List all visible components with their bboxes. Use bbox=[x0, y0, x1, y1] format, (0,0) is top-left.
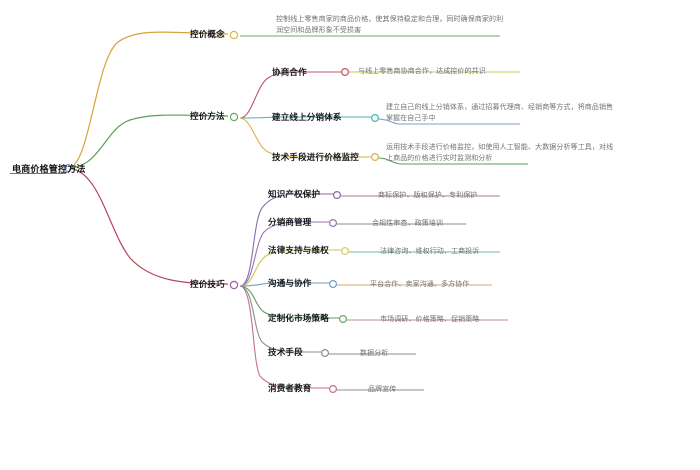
edge-root-to-branch-1 bbox=[67, 114, 229, 169]
leaf-fenxiaoshang-guanli-desc: 合规性审查、政策培训 bbox=[372, 220, 443, 227]
leaf-jishu-shouduan-desc: 数据分析 bbox=[360, 350, 389, 357]
edge-branch2-to-sub3 bbox=[239, 282, 330, 287]
node-dot-sub-1-0[interactable] bbox=[341, 67, 350, 76]
subnode-xiaofeizhe-jiaoyu[interactable]: 消费者教育 bbox=[268, 383, 312, 393]
edge-root-to-branch-0 bbox=[67, 31, 229, 169]
edge-branch2-to-sub4 bbox=[239, 285, 340, 319]
leaf-jianli-fenxiao-tixi-desc: 建立自己的线上分销体系，通过招募代理商、经销商等方式，将商品销售掌握在自己手中 bbox=[386, 104, 614, 122]
edge-branch1-to-sub0 bbox=[239, 71, 342, 119]
subnode-jishu-shouduan-jiankong[interactable]: 技术手段进行价格监控 bbox=[272, 152, 360, 162]
node-dot-sub-2-3[interactable] bbox=[329, 280, 338, 289]
subnode-falv-zhichi-weiquan[interactable]: 法律支持与维权 bbox=[268, 245, 329, 255]
node-dot-branch-0[interactable] bbox=[229, 30, 239, 40]
node-dot-branch-1[interactable] bbox=[229, 112, 239, 122]
edge-root-to-branch-2 bbox=[67, 167, 229, 285]
subnode-fenxiaoshang-guanli[interactable]: 分销商管理 bbox=[268, 217, 312, 227]
subnode-dingzhihua-shichang-celve[interactable]: 定制化市场策略 bbox=[268, 313, 329, 323]
leaf-jishu-shouduan-jiankong-desc: 运用技术手段进行价格监控，如使用人工智能、大数据分析等工具，对线上商品的价格进行… bbox=[386, 144, 614, 162]
node-dot-sub-2-2[interactable] bbox=[341, 247, 350, 256]
edge-branch2-to-sub5 bbox=[239, 285, 322, 353]
edge-sub1-leaf bbox=[377, 118, 520, 125]
subnode-goutong-yu-xiezuo[interactable]: 沟通与协作 bbox=[268, 278, 312, 288]
branch-node-kongjia-fangfa[interactable]: 控价方法 bbox=[190, 111, 225, 121]
edge-branch2-to-sub0 bbox=[239, 193, 334, 287]
leaf-xieshang-hezuo-desc: 与线上零售商协商合作，达成控价的共识 bbox=[358, 68, 486, 75]
branch-node-kongjia-jiqiao[interactable]: 控价技巧 bbox=[190, 279, 225, 289]
edge-sub2-leaf bbox=[377, 157, 528, 165]
branch-node-kongjia-gainian[interactable]: 控价概念 bbox=[190, 29, 225, 39]
node-dot-sub-2-5[interactable] bbox=[321, 349, 330, 358]
node-dot-sub-2-6[interactable] bbox=[329, 385, 338, 394]
subnode-xieshang-hezuo[interactable]: 协商合作 bbox=[272, 67, 307, 77]
edge-branch1-to-sub1 bbox=[239, 116, 372, 119]
subnode-jishu-shouduan[interactable]: 技术手段 bbox=[268, 347, 303, 357]
edge-branch2-to-sub2 bbox=[239, 249, 342, 287]
leaf-falv-zhichi-weiquan-desc: 法律咨询、维权行动、工商投诉 bbox=[380, 248, 480, 255]
edge-branch2-to-sub6 bbox=[239, 285, 330, 389]
node-dot-sub-2-4[interactable] bbox=[339, 315, 348, 324]
root-node-label[interactable]: 电商价格管控方法 bbox=[12, 164, 86, 174]
node-dot-sub-1-2[interactable] bbox=[371, 153, 380, 162]
node-dot-branch-2[interactable] bbox=[229, 280, 239, 290]
node-dot-sub-2-1[interactable] bbox=[329, 219, 338, 228]
node-dot-sub-2-0[interactable] bbox=[333, 191, 342, 200]
edge-branch2-to-sub1 bbox=[239, 221, 330, 287]
leaf-zhishichanquan-baohu-desc: 商标保护、版权保护、专利保护 bbox=[378, 192, 478, 199]
leaf-xiaofeizhe-jiaoyu-desc: 品牌宣传 bbox=[368, 386, 397, 393]
leaf-dingzhihua-shichang-celve-desc: 市场调研、价格策略、促销策略 bbox=[380, 316, 480, 323]
edge-branch1-to-sub2 bbox=[239, 117, 372, 158]
subnode-jianli-fenxiao-tixi[interactable]: 建立线上分销体系 bbox=[272, 112, 342, 122]
leaf-goutong-yu-xiezuo-desc: 平台合作、卖家沟通、多方协作 bbox=[370, 281, 470, 288]
leaf-kongjia-gainian-desc: 控制线上零售商家的商品价格，使其保持稳定和合理，同时确保商家的利润空间和品牌形象… bbox=[276, 16, 504, 34]
subnode-zhishichanquan-baohu[interactable]: 知识产权保护 bbox=[268, 189, 321, 199]
node-dot-sub-1-1[interactable] bbox=[371, 113, 380, 122]
node-dot-root[interactable] bbox=[64, 164, 72, 172]
